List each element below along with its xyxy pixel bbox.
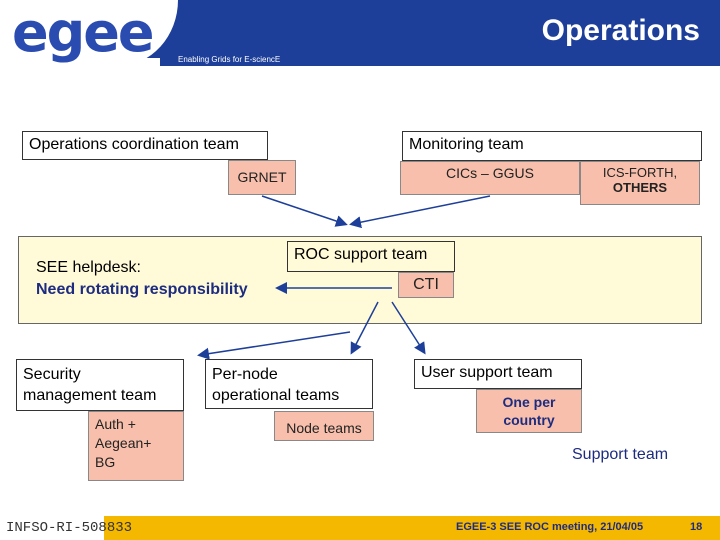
oneper-line2: country: [503, 412, 555, 428]
monitoring-team-box: Monitoring team: [402, 131, 702, 161]
auth-line2: Aegean+: [95, 435, 152, 451]
ics-forth-box: ICS-FORTH, OTHERS: [580, 161, 700, 205]
per-node-operational-teams-box: Per-node operational teams: [205, 359, 373, 409]
arrow-center-to-pernode: [350, 301, 379, 355]
grnet-box: GRNET: [228, 160, 296, 195]
page-number: 18: [690, 521, 703, 533]
pernode-line2: operational teams: [212, 387, 340, 404]
cti-box: CTI: [398, 272, 454, 298]
one-per-country-box: One per country: [476, 389, 582, 433]
ics-line1: ICS-FORTH,: [602, 165, 678, 180]
auth-line3: BG: [95, 454, 116, 470]
tagline-strip: [160, 54, 720, 66]
page-title: Operations: [541, 14, 700, 47]
oneper-line1: One per: [502, 394, 556, 410]
security-management-team-box: Security management team: [16, 359, 184, 411]
footer-left-block: [0, 516, 104, 540]
arrow-cics-to-center: [349, 195, 491, 229]
helpdesk-note: Need rotating responsibility: [36, 281, 248, 298]
logo-background: [0, 0, 178, 66]
auth-aegean-bg-box: Auth + Aegean+ BG: [88, 411, 184, 481]
sec-line2: management team: [23, 387, 157, 404]
user-support-team-box: User support team: [414, 359, 582, 389]
egee-logo: egee: [12, 1, 155, 64]
arrow-grnet-to-center: [261, 195, 348, 227]
roc-support-team-box: ROC support team: [287, 241, 455, 272]
tagline: Enabling Grids for E-sciencE: [178, 55, 281, 64]
arrow-center-to-security: [197, 331, 351, 360]
node-teams-box: Node teams: [274, 411, 374, 441]
sec-line1: Security: [23, 366, 81, 383]
footer-project-id: INFSO-RI-508833: [6, 520, 133, 536]
footer-meeting: EGEE-3 SEE ROC meeting, 21/04/05: [456, 521, 644, 533]
footer-bar: [0, 516, 720, 540]
ics-line2: OTHERS: [612, 180, 668, 195]
cics-ggus-box: CICs – GGUS: [400, 161, 580, 195]
helpdesk-label: SEE helpdesk:: [36, 259, 141, 276]
auth-line1: Auth +: [95, 416, 136, 432]
pernode-line1: Per-node: [212, 366, 278, 383]
support-team-label: Support team: [572, 446, 669, 463]
arrow-center-to-user: [391, 301, 426, 355]
operations-coordination-team-box: Operations coordination team: [22, 131, 268, 160]
